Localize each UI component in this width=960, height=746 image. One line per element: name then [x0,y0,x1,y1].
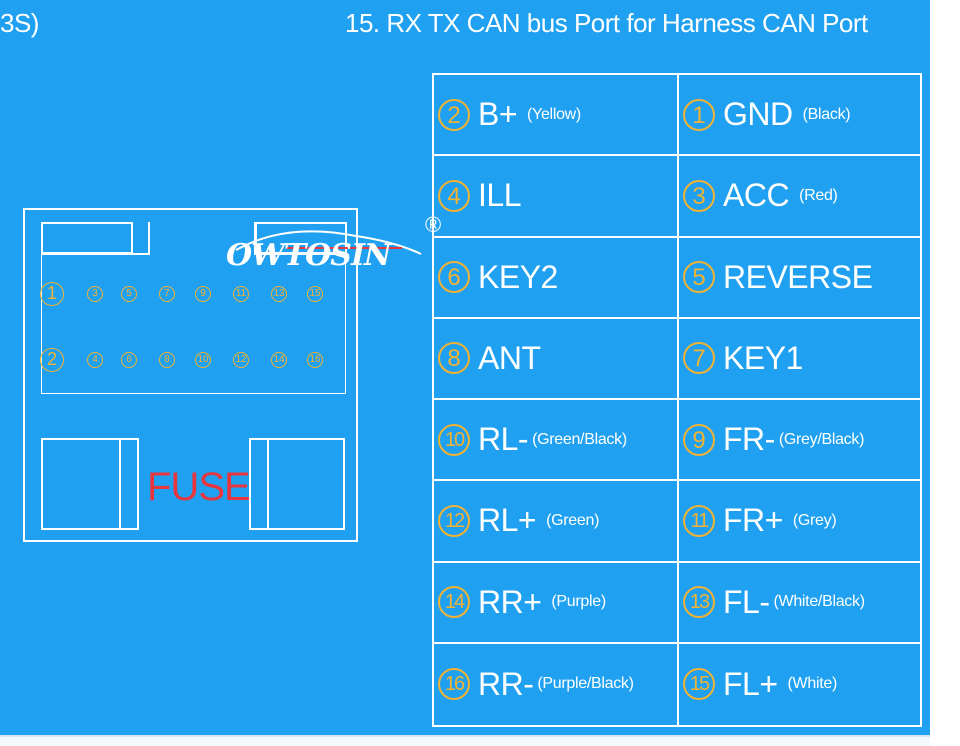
connector-pin: 3 [87,286,103,302]
pin-signal: RL- [478,421,529,458]
connector-pin: 1 [40,282,64,306]
pin-signal: FR- [723,421,775,458]
pin-signal: RL+ [478,502,537,539]
connector-pin: 15 [307,286,323,302]
pin-number: 6 [438,261,470,294]
connector-pin: 4 [87,352,103,368]
wire-color: (Green) [546,511,600,529]
pin-signal: RR- [478,665,534,702]
connector-pin: 9 [195,286,211,302]
connector-pin: 14 [271,352,287,368]
pin-number: 12 [438,504,470,537]
wire-color: (White) [787,675,838,693]
page-title: 15. RX TX CAN bus Port for Harness CAN P… [345,8,868,38]
pin-signal: KEY2 [478,258,558,295]
wire-color: (Green/Black) [532,430,627,448]
connector-pin: 10 [195,352,211,368]
pin-signal: B+ [478,96,518,133]
connector-pin: 11 [233,286,249,302]
connector-pin: 12 [233,352,249,368]
wire-color: (Grey/Black) [778,430,865,448]
pin-number: 4 [438,179,470,212]
wire-color: (Grey) [792,511,837,529]
fuse-slot-left [41,438,139,530]
connector-pin: 6 [121,352,137,368]
connector-pin-block [41,222,346,394]
pin-signal: KEY1 [723,339,803,376]
pin-signal: RR+ [478,583,542,620]
pin-number: 8 [438,342,470,375]
pin-number: 2 [438,98,470,131]
logo-swoosh-icon [235,230,422,255]
right-margin [930,0,960,744]
connector-pin-block-outline [41,222,346,394]
connector-pin: 5 [121,286,137,302]
bottom-margin [0,735,930,746]
wire-color: (Red) [799,186,838,204]
pin-signal: ILL [478,177,521,214]
brand-logo: OWTOSIN [226,228,426,276]
connector-pin: 8 [159,352,175,368]
pin-signal: ACC [723,177,790,214]
pin-number: 3 [683,179,715,212]
pin-number: 7 [683,342,715,375]
pin-signal: FL+ [723,665,778,702]
connector-pin: 2 [40,348,64,372]
pin-number: 13 [683,586,715,619]
wire-color: (Yellow) [527,105,581,123]
diagram-panel: 3S) 15. RX TX CAN bus Port for Harness C… [0,0,930,735]
pin-signal: FL- [723,583,770,620]
connector-pin: 13 [271,286,287,302]
connector-pin: 16 [307,352,323,368]
pin-number: 11 [683,504,715,537]
pin-signal: REVERSE [723,258,873,295]
pin-number: 1 [683,98,715,131]
wire-color: (White/Black) [773,593,866,611]
pin-signal: ANT [478,339,541,376]
fuse-label: FUSE [147,465,251,509]
logo-text: OWTOSIN [226,238,391,273]
pin-signal: GND [723,96,793,133]
wire-color: (Black) [802,105,851,123]
pin-number: 5 [683,261,715,294]
wire-color: (Purple/Black) [537,675,634,693]
fuse-slot-right [249,438,345,530]
pin-number: 14 [438,586,470,619]
pin-number: 15 [683,668,715,701]
header-left-fragment: 3S) [0,8,39,38]
pin-number: 10 [438,423,470,456]
pin-number: 16 [438,668,470,701]
pin-number: 9 [683,423,715,456]
wire-color: (Purple) [551,593,606,611]
pin-signal: FR+ [723,502,783,539]
connector-pin: 7 [159,286,175,302]
